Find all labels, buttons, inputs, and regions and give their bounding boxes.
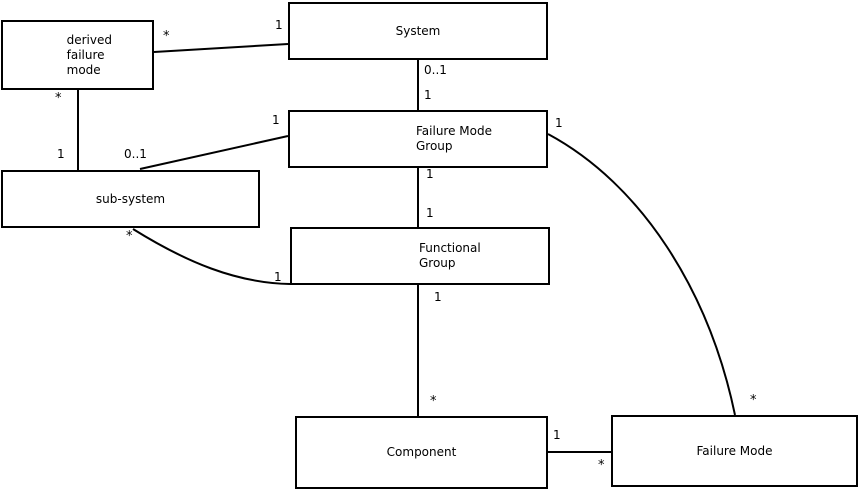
multiplicity-sub-system-functional-group-one: 1 [274,270,282,284]
multiplicity-component-failure-mode-star: * [598,458,605,473]
class-box-component[interactable]: Component [295,416,548,489]
class-name-failure-mode: Failure Mode [696,443,773,458]
edge-failure-mode-group-to-failure-mode [547,133,736,416]
class-box-derived-failure-mode[interactable]: derived failure mode [1,20,154,90]
class-name-component: Component [386,445,457,459]
multiplicity-sub-system-failure-mode-group-one: 1 [272,113,280,127]
multiplicity-functional-group-component-one: 1 [434,290,442,304]
class-box-functional-group[interactable]: Functional Group [290,227,550,285]
class-name-functional-group: Functional Group [419,241,481,270]
multiplicity-failure-mode-group-functional-group-one-bottom: 1 [426,206,434,220]
edge-derived-failure-mode-to-system [153,43,289,53]
class-name-failure-mode-group: Failure Mode Group [416,124,492,153]
class-box-sub-system[interactable]: sub-system [1,170,260,228]
multiplicity-derived-failure-mode-system-star: * [163,29,170,44]
edge-sub-system-to-failure-mode-group [139,135,289,170]
class-name-derived-failure-mode: derived failure mode [66,32,112,77]
edge-sub-system-to-functional-group [132,228,291,285]
multiplicity-failure-mode-group-failure-mode-star: * [750,393,757,408]
multiplicity-system-failure-mode-group-one: 1 [424,88,432,102]
multiplicity-failure-mode-group-functional-group-one-top: 1 [426,167,434,181]
multiplicity-derived-failure-mode-sub-system-star: * [55,91,62,106]
class-box-system[interactable]: System [288,2,548,60]
multiplicity-derived-failure-mode-system-one: 1 [275,18,283,32]
multiplicity-functional-group-component-star: * [430,394,437,409]
multiplicity-sub-system-failure-mode-group-zero-one: 0..1 [124,147,147,161]
class-box-failure-mode[interactable]: Failure Mode [611,415,858,487]
multiplicity-system-failure-mode-group-zero-one: 0..1 [424,63,447,77]
multiplicity-sub-system-functional-group-star: * [126,229,133,244]
multiplicity-derived-failure-mode-sub-system-one: 1 [57,147,65,161]
class-name-sub-system: sub-system [95,191,166,206]
class-name-system: System [395,23,441,38]
multiplicity-component-failure-mode-one: 1 [553,428,561,442]
multiplicity-failure-mode-group-failure-mode-one: 1 [555,116,563,130]
class-box-failure-mode-group[interactable]: Failure Mode Group [288,110,548,168]
